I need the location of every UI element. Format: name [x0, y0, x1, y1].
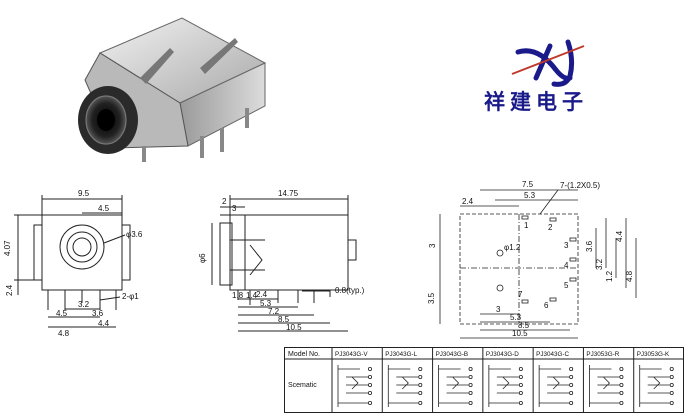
pcb-w3: 2.4	[462, 197, 474, 206]
pcb-h-left-top: 3	[428, 243, 437, 248]
pcb-layout-drawing: 7.5 5.3 2.4 7-(1.2X0.5) 3 3.5 φ1.2 3 5.3…	[427, 180, 637, 339]
model-name-3: PJ3043G-B	[436, 351, 469, 358]
pcb-pin-6: 6	[544, 301, 549, 310]
schematic-symbol-3	[438, 365, 473, 407]
schematic-symbol-4	[488, 365, 523, 407]
model-name-4: PJ3043G-D	[486, 351, 519, 358]
pcb-r5: 4.8	[625, 270, 634, 282]
pcb-b3: 8.5	[518, 321, 530, 330]
pcb-pin-4: 4	[564, 261, 569, 270]
front-pin-dia: 2-φ1	[122, 292, 139, 301]
side-d2: 1.4	[246, 291, 258, 300]
pcb-pin-7: 7	[518, 290, 523, 299]
side-d6: 8.5	[278, 315, 290, 324]
model-name-7: PJ3053G-K	[637, 351, 670, 358]
front-height: 4.07	[3, 240, 12, 256]
side-dia: φ6	[198, 253, 207, 263]
pcb-b2: 5.3	[510, 313, 522, 322]
side-length: 14.75	[278, 189, 299, 198]
side-d5: 7.2	[268, 307, 280, 316]
front-row2: 4.8	[58, 329, 70, 338]
front-hole-dia: φ3.6	[126, 230, 143, 239]
table-row-label: Scematic	[288, 382, 317, 389]
pcb-r1: 3.6	[585, 240, 594, 252]
model-name-5: PJ3043G-C	[536, 351, 569, 358]
model-name-2: PJ3043G-L	[385, 351, 417, 358]
pcb-w2: 5.3	[524, 191, 536, 200]
model-name-1: PJ3043G-V	[335, 351, 368, 358]
front-pin-offset: 2.4	[5, 284, 14, 296]
schematic-symbol-1	[337, 365, 373, 407]
pcb-pin-5: 5	[564, 281, 569, 290]
company-logo-mark	[511, 39, 585, 87]
schematic-symbol-5	[538, 365, 574, 407]
pcb-w1: 7.5	[522, 180, 534, 189]
pcb-pin-2: 2	[548, 223, 553, 232]
front-width: 9.5	[78, 189, 90, 198]
pcb-b4: 10.5	[512, 329, 528, 338]
side-pin-thickness: 0.8(typ.)	[335, 286, 365, 295]
front-pitch-2: 3.6	[92, 309, 104, 318]
schematic-symbol-6	[589, 365, 624, 407]
product-photo	[78, 17, 267, 162]
side-top2: 2	[222, 197, 227, 206]
company-name: 祥建电子	[484, 89, 588, 114]
table-header-label: Model No.	[288, 351, 320, 358]
front-row1b: 4.4	[98, 319, 110, 328]
side-d3: 2.4	[256, 290, 268, 299]
pcb-pin-1: 1	[524, 221, 529, 230]
side-view-drawing: 14.75 3 2 φ6 1.8 1.4 2.4 5.3 7.2 8.5 10.…	[198, 189, 365, 332]
pcb-phi12: φ1.2	[504, 243, 521, 252]
side-top1: 3	[232, 204, 237, 213]
model-schematic-table: Model No. Scematic PJ3043G-V PJ3043G-L PJ3…	[284, 347, 684, 413]
schematic-symbol-7	[639, 365, 674, 407]
pcb-r4: 4.4	[615, 230, 624, 242]
pcb-hole-note: 7-(1.2X0.5)	[560, 181, 600, 190]
side-d7: 10.5	[286, 323, 302, 332]
model-name-6: PJ3053G-R	[586, 351, 619, 358]
pcb-r2: 3.2	[595, 258, 604, 270]
front-row1: 4.5	[56, 309, 68, 318]
pcb-h-left-bottom: 3.5	[427, 292, 436, 304]
side-d1: 1.8	[232, 291, 244, 300]
schematic-symbol-2	[387, 365, 423, 407]
front-view-drawing: 9.5 4.5 φ3.6 4.07 2.4 3.2 3.6 2-φ1 4.5 4…	[3, 189, 143, 338]
pcb-pin-3: 3	[564, 241, 569, 250]
side-d4: 5.3	[260, 299, 272, 308]
front-pitch-1: 3.2	[78, 300, 90, 309]
pcb-r3: 1.2	[605, 270, 614, 282]
front-inner-width: 4.5	[98, 204, 110, 213]
pcb-b1: 3	[496, 305, 501, 314]
